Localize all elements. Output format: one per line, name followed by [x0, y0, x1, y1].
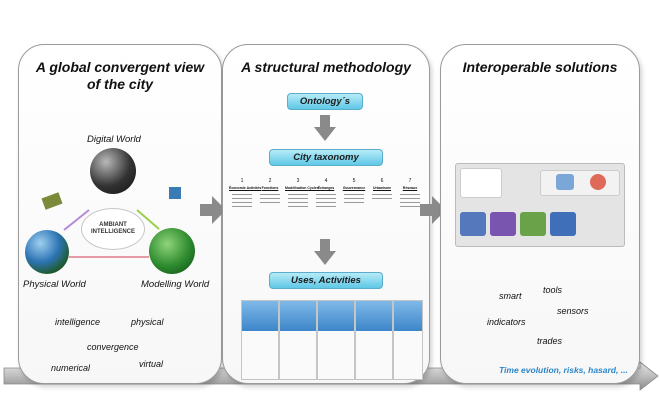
taxonomy-column: 2 Fonctions [257, 178, 283, 203]
activity-card [355, 300, 393, 380]
taxonomy-heading: Échanges [317, 186, 335, 190]
activity-card [241, 300, 279, 380]
down-arrow-2-icon [314, 239, 336, 265]
taxonomy-heading: Fonctions [261, 186, 279, 190]
activity-card [393, 300, 423, 380]
taxonomy-column: 4 Échanges [313, 178, 339, 207]
digital-world-label: Digital World [87, 134, 141, 145]
keyword-virtual: virtual [139, 359, 164, 369]
panel-global-view: A global convergent view of the city Dig… [18, 44, 222, 384]
uses-activities-box: Uses, Activities [269, 272, 383, 289]
city-taxonomy-box: City taxonomy [269, 149, 383, 166]
activity-card [279, 300, 317, 380]
taxonomy-heading: Réseaux [402, 186, 418, 190]
taxonomy-number: 4 [324, 178, 328, 184]
taxonomy-heading: Gouvernance [342, 186, 366, 190]
title-line-1: A global convergent view [35, 59, 205, 75]
taxonomy-heading: Urbanisme [372, 186, 392, 190]
taxonomy-number: 2 [268, 178, 272, 184]
keyword-tools: tools [543, 285, 563, 295]
physical-world-label: Physical World [23, 279, 86, 290]
taxonomy-number: 7 [408, 178, 412, 184]
dashboard-schematic [455, 163, 625, 247]
taxonomy-column: 7 Réseaux [397, 178, 423, 207]
keyword-intelligence: intelligence [55, 317, 101, 327]
keyword-trades: trades [537, 336, 563, 346]
activity-card [317, 300, 355, 380]
taxonomy-column: 5 Gouvernance [341, 178, 367, 203]
panel-title: A global convergent view of the city [19, 59, 221, 93]
taxonomy-column: 3 Modélisation Cycles [285, 178, 319, 207]
keyword-convergence: convergence [87, 342, 139, 352]
taxonomy-heading: Modélisation Cycles [285, 186, 319, 190]
time-evolution-footer: Time evolution, risks, hasard, ... [499, 365, 628, 375]
taxonomy-column: 1 Économie Activités [229, 178, 262, 207]
modelling-world-label: Modelling World [141, 279, 210, 290]
panel-title: A structural methodology [241, 59, 411, 75]
digital-world-globe-icon [90, 148, 136, 194]
taxonomy-number: 1 [240, 178, 244, 184]
taxonomy-heading: Économie Activités [229, 186, 262, 190]
taxonomy-number: 5 [352, 178, 356, 184]
keyword-indicators: indicators [487, 317, 526, 327]
modelling-globe-icon [149, 228, 195, 274]
keyword-physical: physical [131, 317, 164, 327]
earth-globe-icon [25, 230, 69, 274]
taxonomy-number: 6 [380, 178, 384, 184]
flow-arrow-2-icon [420, 196, 446, 224]
keyword-numerical: numerical [51, 363, 91, 373]
keyword-sensors: sensors [557, 306, 589, 316]
panel-interoperable-solutions: Interoperable solutions smart tools sens… [440, 44, 640, 384]
panel-structural-methodology: A structural methodology Ontology´s City… [222, 44, 430, 384]
down-arrow-1-icon [314, 115, 336, 141]
ontology-box: Ontology´s [287, 93, 363, 110]
flow-arrow-1-icon [200, 196, 226, 224]
title-line-2: of the city [86, 76, 154, 92]
world-links [41, 187, 181, 258]
taxonomy-number: 3 [296, 178, 300, 184]
panel-title: Interoperable solutions [462, 59, 618, 75]
keyword-smart: smart [499, 291, 522, 301]
ambient-intelligence-ellipse: AMBIANT INTELLIGENCE [81, 208, 145, 250]
taxonomy-column: 6 Urbanisme [369, 178, 395, 199]
